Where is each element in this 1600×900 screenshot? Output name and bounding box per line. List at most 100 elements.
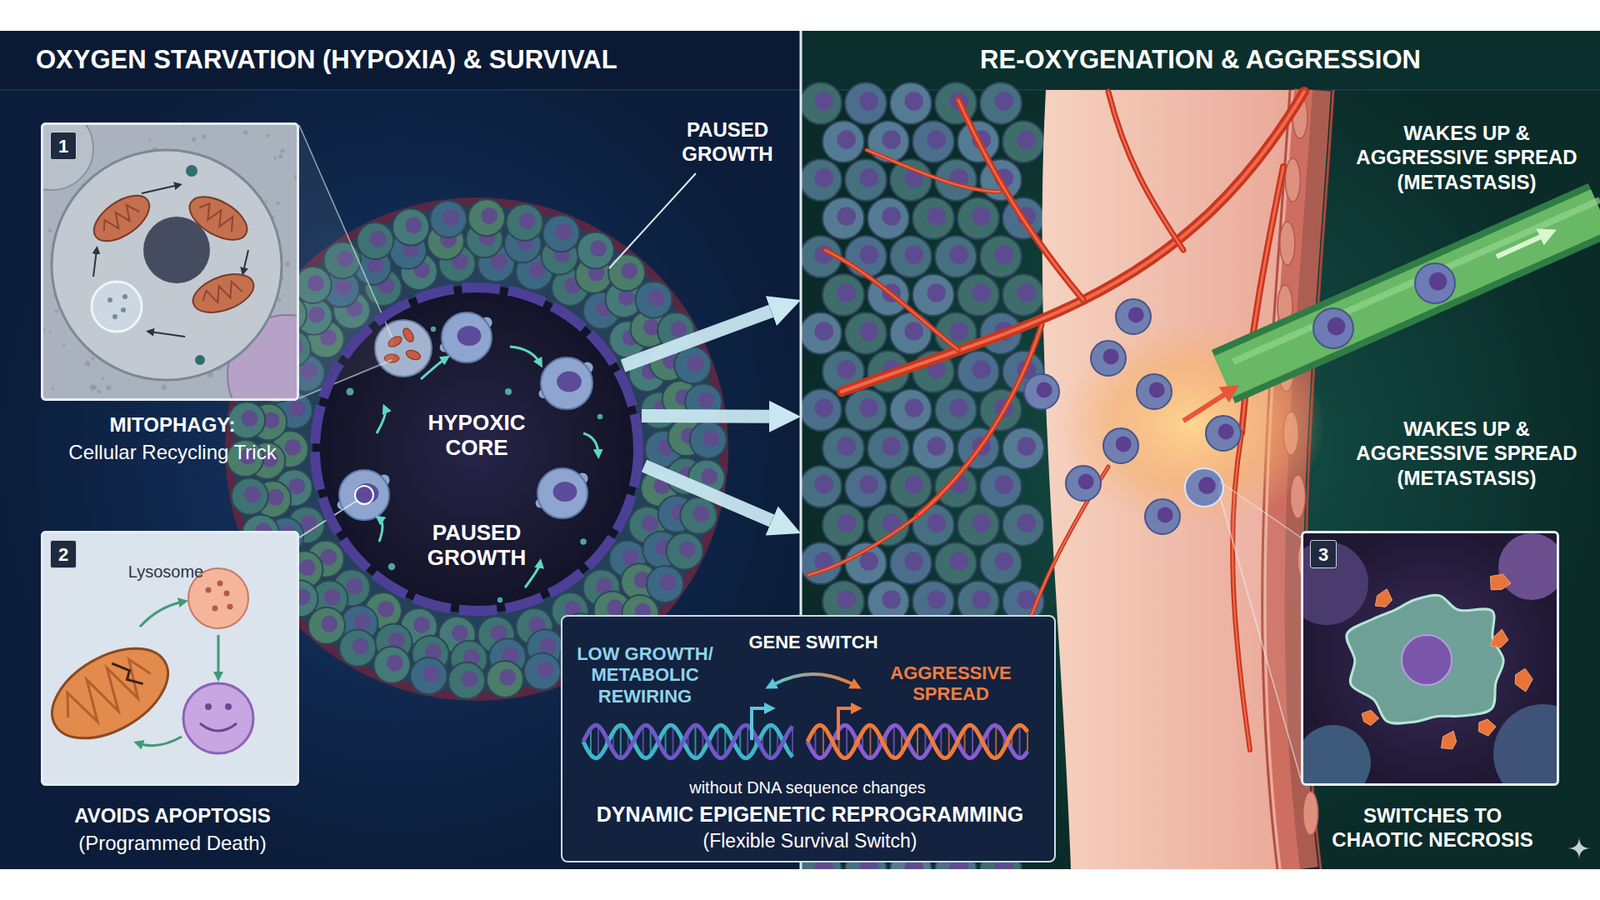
enzyme-dot xyxy=(212,605,219,612)
cell-fragment xyxy=(1490,574,1511,590)
cell-body xyxy=(646,565,684,603)
cell-body xyxy=(430,200,467,238)
zoom-line xyxy=(299,360,392,399)
inset-box: 1MITOPHAGY:Cellular Recycling Trick xyxy=(40,122,300,401)
texture-dot xyxy=(276,201,280,205)
cell-nucleus xyxy=(815,475,835,495)
cell-body xyxy=(912,274,955,316)
cell-nucleus xyxy=(413,616,430,634)
cell-nucleus xyxy=(299,559,316,576)
cell-nucleus xyxy=(648,290,665,307)
cell-body xyxy=(800,159,842,201)
box-subheading: (Flexible Survival Switch) xyxy=(576,829,1044,853)
zoom-line xyxy=(1220,481,1301,538)
cristae xyxy=(195,200,239,234)
cell-body xyxy=(542,215,580,252)
cell-nucleus xyxy=(995,91,1015,111)
cell-body xyxy=(845,159,887,201)
region-label: HYPOXIC CORE xyxy=(405,410,548,461)
cell-nucleus xyxy=(815,91,835,111)
cell-nucleus xyxy=(320,615,338,633)
cell-nucleus xyxy=(700,468,718,485)
texture-dot xyxy=(93,385,98,390)
cell-nucleus xyxy=(352,637,370,655)
flow-arrow xyxy=(93,250,97,277)
zoom-line xyxy=(1220,496,1301,780)
granule xyxy=(195,355,205,365)
cristae xyxy=(56,650,160,735)
cell-nucleus xyxy=(620,262,638,280)
flow-arrow xyxy=(141,185,179,194)
cell-nucleus xyxy=(1017,436,1037,456)
dna-rung xyxy=(971,725,974,758)
debris-dot xyxy=(597,414,604,420)
inset-subheading: Cellular Recycling Trick xyxy=(10,440,335,465)
panel-heading: OXYGEN STARVATION (HYPOXIA) & SURVIVAL xyxy=(35,44,786,76)
cell-body xyxy=(1103,428,1139,464)
mitochondrion xyxy=(405,348,422,362)
cell-body xyxy=(890,235,932,278)
mitochondrion-body xyxy=(187,266,259,320)
cell-nucleus xyxy=(288,477,305,495)
cell-body xyxy=(635,281,672,319)
inset-heading: SWITCHES TO CHAOTIC NECROSIS xyxy=(1320,803,1545,853)
cell-body xyxy=(505,204,543,241)
cell-nucleus xyxy=(950,398,970,418)
cell-nucleus xyxy=(606,599,624,616)
texture-dot xyxy=(50,386,55,390)
header-band xyxy=(800,30,1600,90)
switch-arrow xyxy=(772,674,855,685)
state-label: LOW GROWTH/ METABOLIC REWIRING xyxy=(570,643,720,707)
cell-nucleus xyxy=(320,549,337,566)
dna-rung xyxy=(822,726,825,758)
mitochondrion-body xyxy=(182,188,255,250)
flow-arrow xyxy=(140,601,184,627)
cell-nucleus xyxy=(1115,435,1132,452)
cell-nucleus xyxy=(553,481,578,502)
cell-body xyxy=(980,235,1022,278)
cell-nucleus xyxy=(972,360,992,380)
cell-body xyxy=(845,389,887,431)
cell-nucleus xyxy=(905,398,925,418)
blood-vessel xyxy=(866,150,1000,192)
cell-nucleus xyxy=(555,223,573,240)
cell-nucleus xyxy=(860,398,880,418)
cell-body xyxy=(822,120,865,163)
cell-nucleus xyxy=(1017,513,1037,533)
digest-squiggle xyxy=(200,723,237,731)
dna-rung xyxy=(597,725,600,758)
cell-nucleus xyxy=(837,360,857,380)
cell-nucleus xyxy=(837,590,857,610)
neighbour-cell xyxy=(40,122,94,190)
texture-dot xyxy=(160,384,167,390)
flow-arrow xyxy=(379,518,383,542)
mitochondrion xyxy=(40,630,184,757)
cell-body xyxy=(912,427,955,470)
dna-rung xyxy=(845,725,848,759)
flow-arrow xyxy=(217,635,220,677)
cell-body xyxy=(1065,465,1101,501)
cell-nucleus xyxy=(972,206,992,226)
note-text: without DNA sequence changes xyxy=(640,777,975,798)
dna-rung xyxy=(995,725,997,759)
texture-dot xyxy=(90,357,94,360)
vesicle-dot xyxy=(120,307,126,313)
cell-nucleus xyxy=(927,130,947,150)
callout-number: 3 xyxy=(1310,540,1337,569)
annotation-label: PAUSED GROWTH xyxy=(660,117,795,167)
texture-dot xyxy=(201,134,206,139)
cell-body xyxy=(957,274,1000,316)
flow-arrow xyxy=(243,250,249,272)
autolysosome xyxy=(183,683,254,754)
cell-body xyxy=(980,542,1022,585)
dna-rung xyxy=(1019,725,1021,759)
neighbour-cell xyxy=(1493,704,1560,786)
cell-nucleus xyxy=(1327,317,1346,336)
cell-fragment xyxy=(1361,710,1379,725)
inset-illustration xyxy=(1300,530,1560,786)
cell-nucleus xyxy=(882,590,902,610)
dna-rung xyxy=(672,725,675,759)
cell-nucleus xyxy=(386,655,404,672)
vesicle-dot xyxy=(107,297,113,303)
dna-rung xyxy=(940,726,942,756)
